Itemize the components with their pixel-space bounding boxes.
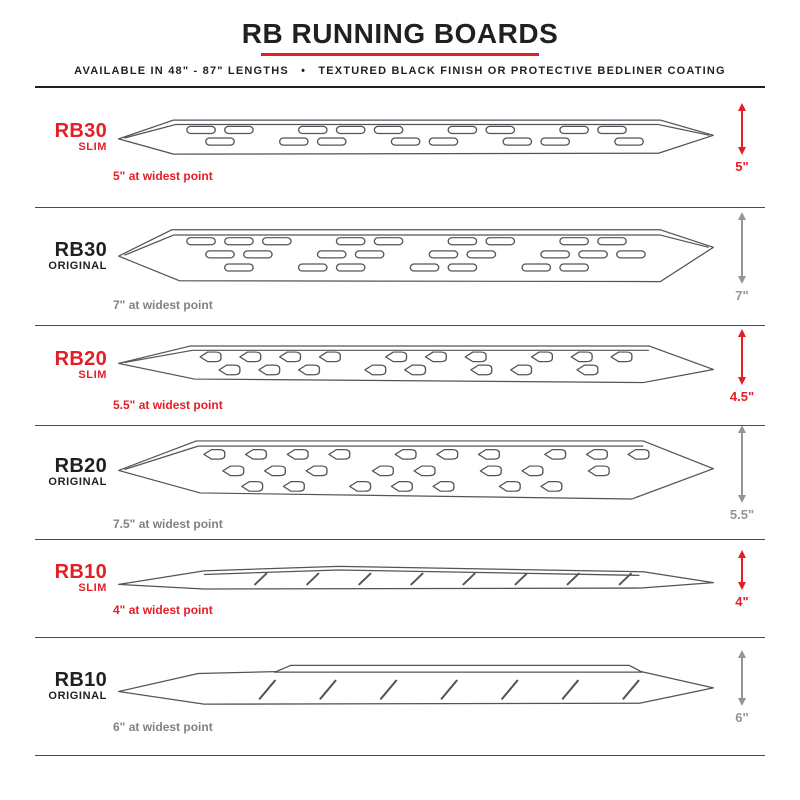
board-label: RB30 ORIGINAL — [35, 240, 107, 273]
height-value: 5.5" — [729, 506, 755, 522]
board-label: RB30 SLIM — [35, 121, 107, 154]
height-measure: 5.5" — [719, 424, 765, 522]
page-subtitle: AVAILABLE IN 48" - 87" LENGTHS • TEXTURE… — [74, 65, 726, 77]
rb30-slim-drawing — [118, 119, 714, 155]
board-model: RB20 — [54, 348, 107, 371]
board-drawing-area: 4" at widest point — [107, 560, 719, 617]
board-row-rb20-original: RB20 ORIGINAL 7.5" a — [35, 424, 765, 540]
rb10-original-drawing — [118, 664, 714, 705]
board-variant: SLIM — [78, 582, 107, 595]
rb20-slim-drawing — [118, 345, 714, 384]
board-variant: ORIGINAL — [48, 476, 107, 489]
board-drawing-area: 7" at widest point — [107, 221, 719, 312]
width-note: 5.5" at widest point — [113, 398, 223, 412]
vertical-measure-arrow-icon — [738, 211, 746, 284]
height-value: 5" — [735, 158, 749, 174]
board-label: RB10 ORIGINAL — [35, 670, 107, 703]
board-model: RB20 — [54, 455, 107, 478]
header-divider — [35, 86, 765, 88]
vertical-measure-arrow-icon — [738, 424, 746, 503]
height-value: 4.5" — [729, 388, 755, 404]
board-row-rb30-slim: RB30 SLIM 5" at widest point — [35, 88, 765, 208]
board-rows: RB30 SLIM 5" at widest point — [35, 88, 765, 756]
board-row-rb10-slim: RB10 SLIM 4" at widest point 4" — [35, 540, 765, 638]
height-measure: 4" — [719, 549, 765, 609]
width-note: 7.5" at widest point — [113, 517, 223, 531]
vertical-measure-arrow-icon — [738, 102, 746, 155]
board-model: RB30 — [54, 120, 107, 143]
vertical-measure-arrow-icon — [738, 649, 746, 706]
title-underline — [261, 53, 539, 56]
board-variant: ORIGINAL — [48, 260, 107, 273]
height-value: 7" — [735, 287, 749, 303]
height-measure: 7" — [719, 211, 765, 303]
board-variant: SLIM — [78, 141, 107, 154]
width-note: 6" at widest point — [113, 720, 213, 734]
height-measure: 4.5" — [719, 328, 765, 404]
board-label: RB20 ORIGINAL — [35, 456, 107, 489]
page-header: RB RUNNING BOARDS AVAILABLE IN 48" - 87"… — [0, 0, 800, 88]
height-value: 4" — [735, 593, 749, 609]
board-drawing-area: 5.5" at widest point — [107, 339, 719, 412]
height-measure: 6" — [719, 649, 765, 725]
width-note: 7" at widest point — [113, 298, 213, 312]
rb10-slim-drawing — [118, 565, 714, 590]
height-measure: 5" — [719, 102, 765, 174]
board-model: RB10 — [54, 561, 107, 584]
board-model: RB10 — [54, 669, 107, 692]
width-note: 5" at widest point — [113, 169, 213, 183]
board-variant: ORIGINAL — [48, 690, 107, 703]
board-model: RB30 — [54, 239, 107, 262]
height-value: 6" — [735, 709, 749, 725]
vertical-measure-arrow-icon — [738, 328, 746, 385]
board-label: RB10 SLIM — [35, 562, 107, 595]
board-drawing-area: 6" at widest point — [107, 659, 719, 734]
board-drawing-area: 7.5" at widest point — [107, 434, 719, 531]
board-row-rb30-original: RB30 ORIGINAL — [35, 208, 765, 326]
board-row-rb10-original: RB10 ORIGINAL 6" at widest point 6" — [35, 638, 765, 756]
width-note: 4" at widest point — [113, 603, 213, 617]
board-variant: SLIM — [78, 369, 107, 382]
board-drawing-area: 5" at widest point — [107, 112, 719, 183]
rb20-original-drawing — [118, 440, 714, 500]
vertical-measure-arrow-icon — [738, 549, 746, 590]
page-title: RB RUNNING BOARDS — [241, 18, 559, 49]
board-label: RB20 SLIM — [35, 349, 107, 382]
board-row-rb20-slim: RB20 SLIM 5.5" at widest point — [35, 326, 765, 426]
rb30-original-drawing — [118, 229, 714, 283]
